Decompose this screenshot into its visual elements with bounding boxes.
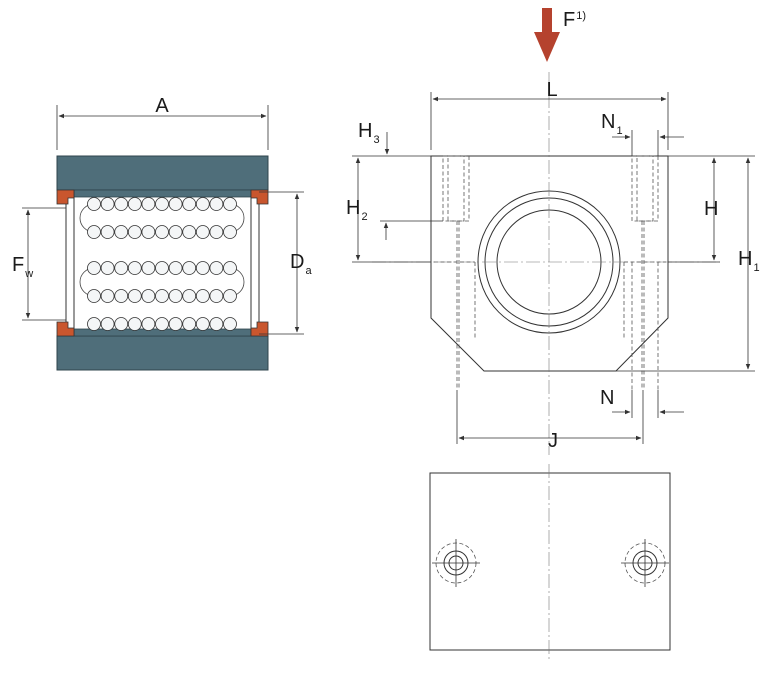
- arrow-down-icon: [534, 8, 560, 62]
- ball: [223, 225, 237, 239]
- ball: [168, 317, 183, 331]
- ball: [141, 197, 156, 211]
- ball: [209, 261, 224, 275]
- label-F: F1): [563, 9, 586, 31]
- label-L: L: [546, 79, 557, 101]
- ball: [195, 197, 210, 211]
- ball: [209, 225, 224, 239]
- ball: [195, 261, 210, 275]
- ball: [100, 225, 115, 239]
- label-N1: N1: [601, 111, 623, 137]
- ball: [168, 197, 183, 211]
- ball: [114, 289, 129, 303]
- ball: [114, 225, 129, 239]
- bolt-hole-left: [432, 539, 480, 587]
- ball: [87, 225, 101, 239]
- ball: [209, 317, 224, 331]
- ball: [209, 289, 224, 303]
- ball: [100, 261, 115, 275]
- front-view: L H3 H2 H H1 N1 N J: [346, 72, 760, 455]
- ball: [127, 261, 142, 275]
- ball: [195, 289, 210, 303]
- housing-bottom: [56, 335, 269, 371]
- ball: [100, 317, 115, 331]
- seal-top-left: [56, 189, 75, 205]
- seal-bottom-right: [250, 321, 269, 337]
- ball: [155, 225, 169, 239]
- ball: [127, 197, 142, 211]
- section-view: A Fw Da: [12, 95, 312, 371]
- seal-bottom-left: [56, 321, 75, 337]
- ball: [100, 289, 115, 303]
- bolt-hole-right: [621, 539, 669, 587]
- label-H1: H1: [738, 248, 760, 274]
- ball: [127, 317, 142, 331]
- seal-top-right: [250, 189, 269, 205]
- ball: [223, 197, 237, 211]
- housing-top-outline: [429, 472, 671, 651]
- ball: [87, 261, 101, 275]
- ball: [182, 197, 197, 211]
- sleeve-top: [73, 189, 252, 198]
- ball: [141, 317, 156, 331]
- top-view: [429, 464, 671, 660]
- ball: [182, 317, 197, 331]
- ball: [195, 225, 210, 239]
- ball-circuits: [79, 197, 245, 331]
- ball: [87, 197, 101, 211]
- ball: [182, 261, 197, 275]
- ball: [114, 197, 129, 211]
- ball: [114, 317, 129, 331]
- ball: [100, 197, 115, 211]
- ball: [195, 317, 210, 331]
- ball: [127, 289, 142, 303]
- ball: [182, 289, 197, 303]
- ball: [168, 289, 183, 303]
- ball: [223, 261, 237, 275]
- load-arrow: F1): [534, 8, 586, 62]
- ball: [87, 317, 101, 331]
- label-Da: Da: [290, 251, 312, 277]
- ball: [155, 197, 169, 211]
- label-J: J: [548, 430, 558, 452]
- ball: [182, 225, 197, 239]
- ball: [155, 317, 169, 331]
- ball: [155, 261, 169, 275]
- ball: [141, 261, 156, 275]
- housing-top: [56, 155, 269, 191]
- ball: [209, 197, 224, 211]
- label-Fw: Fw: [12, 254, 33, 280]
- ball: [223, 317, 237, 331]
- label-H3: H3: [358, 120, 380, 146]
- label-N: N: [600, 387, 614, 409]
- ball: [155, 289, 169, 303]
- ball: [168, 225, 183, 239]
- ball: [114, 261, 129, 275]
- ball: [127, 225, 142, 239]
- housing-front-outline: [430, 155, 669, 372]
- label-H: H: [704, 198, 718, 220]
- label-A: A: [155, 95, 169, 117]
- ball: [223, 289, 237, 303]
- ball: [141, 225, 156, 239]
- ball: [87, 289, 101, 303]
- ball: [168, 261, 183, 275]
- label-H2: H2: [346, 197, 368, 223]
- ball: [141, 289, 156, 303]
